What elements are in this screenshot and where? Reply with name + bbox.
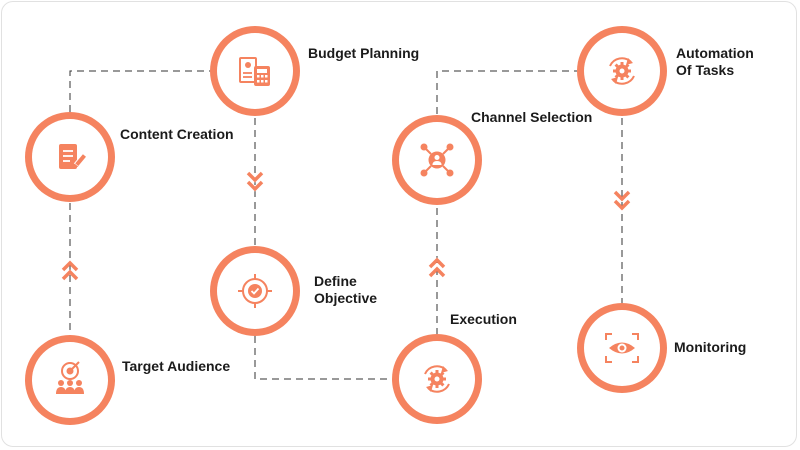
node-define-objective	[210, 246, 300, 336]
calculator-budget-icon	[239, 57, 270, 86]
label-line: Target Audience	[122, 358, 231, 374]
node-label-content-creation: Content Creation	[120, 126, 234, 143]
node-channel-selection	[392, 115, 482, 205]
label-line: Content Creation	[120, 126, 234, 142]
node-label-automation-of-tasks: Automation Of Tasks	[676, 45, 754, 79]
connector-channel-automation	[436, 70, 577, 114]
label-line: Monitoring	[674, 339, 747, 355]
document-pencil-icon	[59, 144, 88, 169]
node-label-target-audience: Target Audience	[122, 358, 230, 375]
node-content-creation	[25, 112, 115, 202]
connector-objective-execution	[254, 336, 392, 380]
label-line: Define	[314, 273, 357, 289]
node-execution	[392, 334, 482, 424]
node-target-audience	[25, 335, 115, 425]
chevron-up-icon	[428, 257, 446, 278]
node-automation-of-tasks	[577, 26, 667, 116]
node-label-budget-planning: Budget Planning	[308, 45, 419, 62]
label-line: Channel Selection	[471, 109, 593, 125]
node-monitoring	[577, 303, 667, 393]
node-label-define-objective: Define Objective	[314, 273, 377, 307]
label-line: Of Tasks	[676, 62, 735, 78]
eye-icon	[605, 333, 639, 363]
label-line: Automation	[676, 45, 754, 61]
target-audience-icon	[56, 361, 84, 394]
chevron-down-icon	[613, 190, 631, 211]
label-line: Execution	[450, 311, 517, 327]
label-line: Budget Planning	[308, 45, 420, 61]
node-label-execution: Execution	[450, 311, 517, 328]
target-crosshair-icon	[238, 274, 272, 308]
connector-content-budget	[69, 70, 210, 112]
chevron-up-icon	[61, 260, 79, 281]
chevron-down-icon	[246, 171, 264, 192]
node-label-channel-selection: Channel Selection	[471, 109, 592, 126]
node-label-monitoring: Monitoring	[674, 339, 746, 356]
label-line: Objective	[314, 290, 378, 306]
node-budget-planning	[210, 26, 300, 116]
network-hub-icon	[420, 143, 454, 177]
